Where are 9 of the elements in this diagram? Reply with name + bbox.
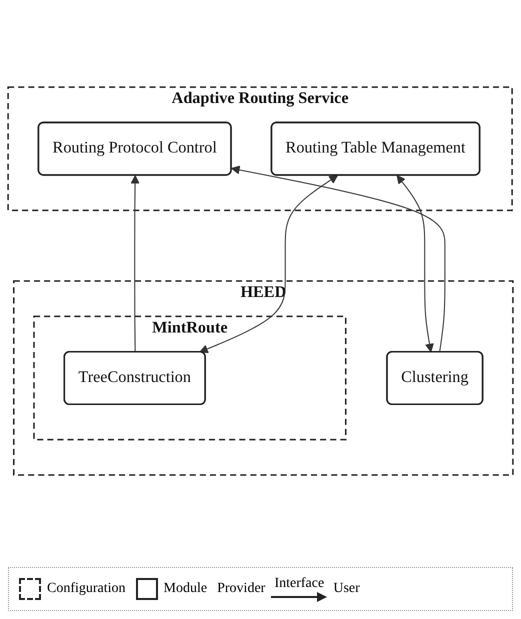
label-text: User: [333, 581, 360, 597]
arrow: [231, 166, 446, 353]
arrow: [396, 176, 434, 353]
legend-label: Module: [164, 581, 208, 597]
arrow: [130, 176, 140, 353]
label-text: Provider: [217, 581, 266, 597]
legend-label: Configuration: [47, 581, 126, 597]
arrow: [199, 176, 338, 354]
legend-label: Interface: [274, 576, 324, 592]
